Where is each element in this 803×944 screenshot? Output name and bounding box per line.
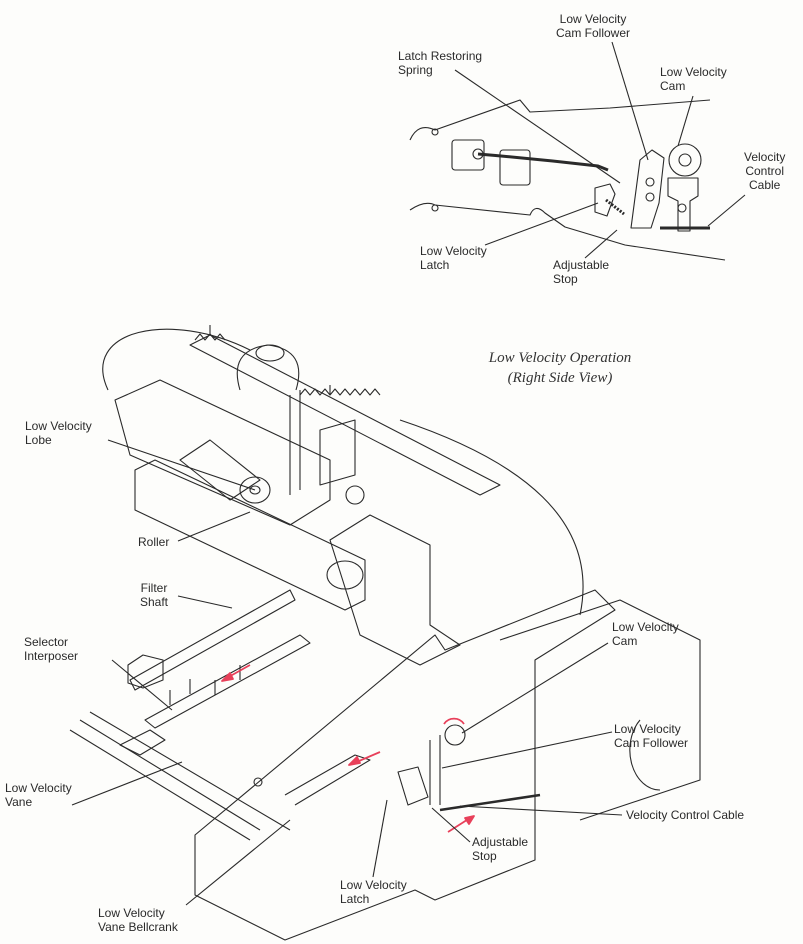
top-view-drawing <box>409 99 726 261</box>
label-line: Control <box>745 164 785 178</box>
lobe-roller <box>239 476 271 504</box>
right-frame <box>499 599 701 821</box>
label-line: Shaft <box>140 595 169 609</box>
label-line: Spring <box>398 63 433 77</box>
figure-caption: Low Velocity Operation (Right Side View) <box>450 348 670 388</box>
main-cam-follower <box>429 735 441 805</box>
label-line: Low Velocity <box>340 878 407 892</box>
caption-subtitle: (Right Side View) <box>507 370 613 386</box>
label-velocity-control-cable: Velocity Control Cable <box>626 808 744 822</box>
label-line: Low Velocity <box>614 722 681 736</box>
label-line: Low Velocity <box>612 620 679 634</box>
top-leader-lines <box>454 41 746 259</box>
label-line: Cam Follower <box>556 26 631 40</box>
label-line: Stop <box>553 272 578 286</box>
top-spring <box>605 198 625 216</box>
motion-arrows <box>221 664 475 833</box>
label-line: Low Velocity <box>660 65 727 79</box>
main-view-drawing <box>69 325 701 941</box>
label-line: Latch Restoring <box>398 49 483 63</box>
main-latch <box>397 766 429 806</box>
top-frame-plate <box>409 99 726 261</box>
label-line: Adjustable <box>472 835 529 849</box>
return-cable-loop <box>102 328 584 616</box>
label-line: Low Velocity <box>559 12 627 26</box>
selector-interposer <box>144 634 311 729</box>
label-line: Lobe <box>25 433 52 447</box>
label-line: Low Velocity <box>25 419 92 433</box>
label-line: Low Velocity <box>420 244 487 258</box>
label-line: Vane Bellcrank <box>98 920 178 934</box>
filter-shaft <box>129 589 296 691</box>
label-line: Adjustable <box>553 258 610 272</box>
caption-title: Low Velocity Operation <box>488 350 632 366</box>
label-line: Roller <box>138 535 170 549</box>
label-line: Low Velocity <box>5 781 72 795</box>
label-line: Stop <box>472 849 497 863</box>
label-line: Velocity Control Cable <box>626 808 745 822</box>
top-latch <box>594 183 616 217</box>
main-cam <box>444 724 466 746</box>
label-line: Interposer <box>24 649 79 663</box>
top-cam-follower <box>630 149 665 229</box>
top-cam <box>668 143 702 177</box>
carrier-frame <box>114 379 331 526</box>
label-line: Latch <box>340 892 370 906</box>
base-plate <box>69 711 291 841</box>
label-line: Velocity <box>744 150 786 164</box>
label-line: Latch <box>420 258 450 272</box>
label-line: Vane <box>5 795 33 809</box>
gear <box>236 344 300 391</box>
main-leader-lines <box>71 439 623 906</box>
label-line: Filter <box>140 581 168 595</box>
label-line: Cam <box>612 634 638 648</box>
label-roller: Roller <box>138 535 169 549</box>
label-line: Cable <box>749 178 781 192</box>
label-line: Low Velocity <box>98 906 165 920</box>
label-line: Selector <box>24 635 69 649</box>
label-line: Cam <box>660 79 686 93</box>
label-line: Cam Follower <box>614 736 689 750</box>
vane-plate <box>194 589 616 941</box>
main-cable <box>439 793 541 812</box>
